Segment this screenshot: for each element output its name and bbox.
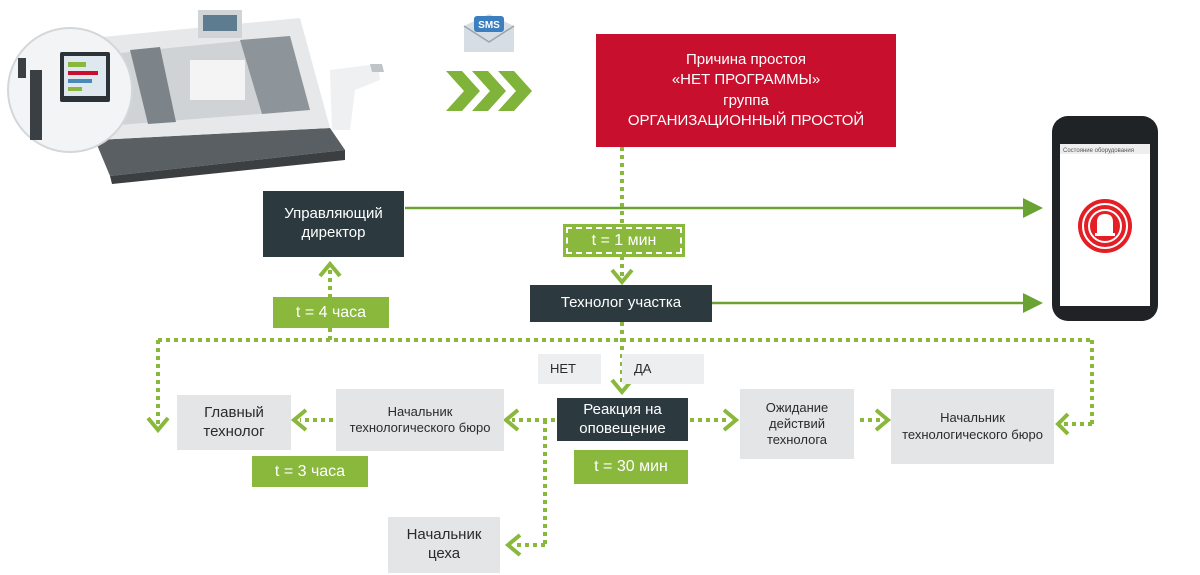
arrowhead-technologist — [610, 268, 634, 286]
section-technologist-label: Технолог участка — [560, 294, 682, 312]
arrowhead-director — [318, 260, 342, 278]
shop-head-line-2: цеха — [427, 545, 461, 562]
arrowhead-waiting — [722, 408, 740, 432]
reason-line-4: ОРГАНИЗАЦИОННЫЙ ПРОСТОЙ — [627, 111, 865, 129]
chief-line-2: технолог — [203, 422, 265, 440]
node-bureau-head-left: Начальник технологического бюро — [336, 389, 504, 451]
sms-label: SMS — [478, 20, 500, 31]
reason-line-3: группа — [723, 91, 769, 109]
node-bureau-head-right: Начальник технологического бюро — [891, 389, 1054, 464]
waiting-line-2: действий — [769, 415, 825, 431]
reaction-line-1: Реакция на — [583, 400, 662, 418]
chief-line-1: Главный — [204, 403, 264, 421]
answer-no: НЕТ — [538, 354, 601, 384]
node-section-technologist: Технолог участка — [530, 285, 712, 322]
answer-yes-label: ДА — [634, 360, 652, 376]
arrowhead-chief-left — [290, 408, 308, 432]
arrowhead-bureau-right-from-loop — [1055, 412, 1070, 436]
waiting-line-1: Ожидание — [765, 399, 829, 415]
waiting-line-3: технолога — [766, 432, 828, 448]
node-waiting: Ожидание действий технолога — [740, 389, 854, 459]
timer-3-hours-label: t = 3 часа — [274, 462, 346, 480]
arrowhead-bureau-right — [874, 408, 892, 432]
director-line-1: Управляющий — [284, 205, 383, 223]
answer-yes: ДА — [622, 354, 704, 384]
timer-1-min-label: t = 1 мин — [591, 231, 657, 249]
node-director: Управляющий директор — [263, 191, 404, 257]
arrowhead-shop-head — [504, 533, 522, 557]
shop-head-line-1: Начальник — [406, 526, 482, 544]
node-chief-technologist: Главный технолог — [177, 395, 291, 450]
flow-chevrons-icon — [446, 71, 532, 116]
bureau-left-line-2: технологического бюро — [349, 420, 491, 435]
director-line-2: директор — [301, 224, 366, 241]
arrowhead-bureau-left — [502, 408, 520, 432]
bureau-left-line-1: Начальник — [387, 403, 453, 419]
bureau-right-line-2: технологического бюро — [902, 426, 1043, 442]
bureau-right-line-1: Начальник — [940, 410, 1005, 426]
reaction-line-2: оповещение — [579, 419, 666, 437]
timer-4-hours-label: t = 4 часа — [295, 303, 367, 321]
node-shop-head: Начальник цеха — [388, 517, 500, 573]
timer-1-min: t = 1 мин — [563, 224, 685, 257]
timer-30-min-label: t = 30 мин — [594, 458, 668, 475]
cnc-machine-image — [7, 10, 384, 184]
sms-envelope-icon: SMS — [460, 12, 518, 59]
phone-header-text: Состояние оборудования — [1063, 148, 1134, 154]
arrowhead-reaction — [610, 378, 634, 396]
downtime-reason-box: Причина простоя «НЕТ ПРОГРАММЫ» группа О… — [596, 34, 896, 147]
answer-no-label: НЕТ — [550, 360, 576, 376]
timer-4-hours: t = 4 часа — [273, 297, 389, 328]
timer-30-min: t = 30 мин — [574, 450, 688, 484]
node-reaction: Реакция на оповещение — [557, 398, 688, 441]
smartphone-image: Состояние оборудования — [1050, 116, 1160, 326]
reason-line-2: «НЕТ ПРОГРАММЫ» — [671, 71, 821, 89]
timer-3-hours: t = 3 часа — [252, 456, 368, 487]
reason-line-1: Причина простоя — [686, 51, 806, 68]
arrowhead-chief — [146, 416, 170, 434]
